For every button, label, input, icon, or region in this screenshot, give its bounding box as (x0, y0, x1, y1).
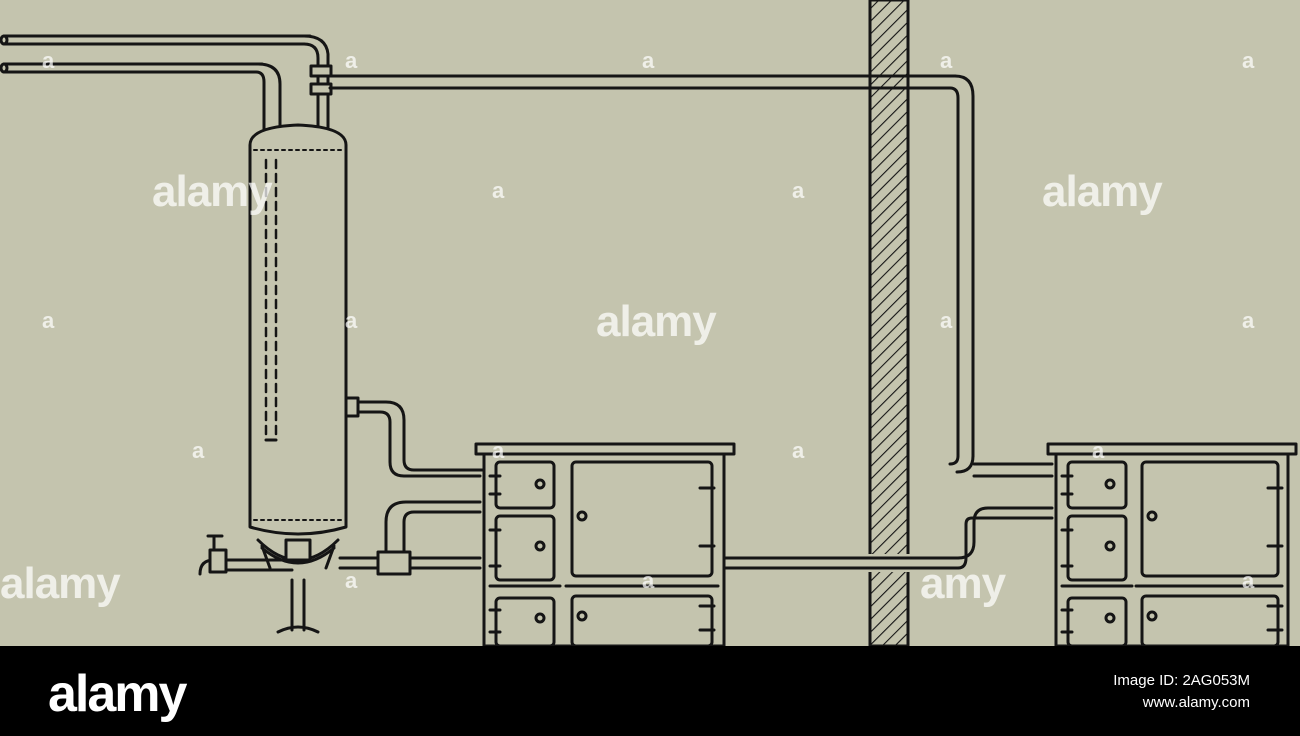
watermark-fragment: a (345, 308, 357, 333)
hatched-wall (868, 0, 910, 646)
range-left (474, 442, 736, 646)
watermark-fragment: a (1242, 48, 1254, 73)
diagram-area: alamy alamy alamy alamy amy a a a a a a … (0, 0, 1300, 646)
watermark-fragment: a (1242, 568, 1254, 593)
watermark-brand: alamy (0, 559, 121, 608)
footer-info: Image ID: 2AG053M www.alamy.com (1113, 670, 1250, 714)
watermark-fragment: a (642, 568, 654, 593)
watermark-partial: amy (920, 559, 1006, 608)
watermark-brand: alamy (596, 297, 717, 346)
return-pipe (722, 462, 1054, 570)
watermark-fragment: a (940, 308, 952, 333)
inlet-pipe-lower (2, 62, 282, 134)
inlet-pipe-upper (2, 34, 333, 134)
watermark-brand: alamy (152, 167, 273, 216)
footer-logo[interactable]: alamy (48, 665, 187, 723)
footer-url[interactable]: www.alamy.com (1142, 694, 1250, 711)
range-right (1046, 442, 1298, 646)
plumbing-diagram (0, 0, 1298, 646)
drain-tap (198, 534, 294, 576)
watermark-fragment: a (792, 178, 804, 203)
watermark-fragment: a (940, 48, 952, 73)
watermark-fragment: a (42, 308, 54, 333)
watermark-fragment: a (492, 178, 504, 203)
watermark-fragment: a (1092, 438, 1104, 463)
flow-pipe-top (328, 74, 975, 474)
image-id-text: Image ID: 2AG053M (1113, 672, 1250, 689)
watermark-fragment: a (42, 48, 54, 73)
watermark-fragment: a (792, 438, 804, 463)
watermark-fragment: a (1242, 308, 1254, 333)
watermark-fragment: a (642, 48, 654, 73)
watermark-fragment: a (345, 48, 357, 73)
footer-bar: alamy Image ID: 2AG053M www.alamy.com (0, 646, 1300, 736)
boiler-tank (248, 123, 348, 634)
watermark-fragment: a (345, 568, 357, 593)
watermark-fragment: a (492, 438, 504, 463)
boiler-to-range-pipes (338, 396, 486, 576)
watermark-fragment: a (192, 438, 204, 463)
watermark-brand: alamy (1042, 167, 1163, 216)
